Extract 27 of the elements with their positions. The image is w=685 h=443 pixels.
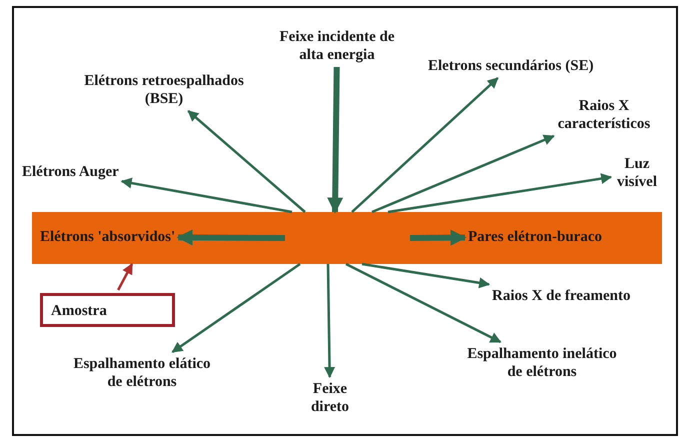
emission-label: Eletrons secundários (SE) — [428, 57, 594, 75]
sample-label: Amostra — [40, 293, 175, 327]
emission-label: Feixe direto — [300, 380, 360, 416]
arrow — [120, 178, 292, 214]
arrow — [351, 77, 499, 213]
leader-line — [117, 263, 134, 291]
arrow — [327, 66, 344, 214]
arrow — [187, 110, 306, 213]
emission-label: Raios X de freamento — [492, 287, 630, 305]
arrow — [345, 262, 502, 344]
sample-bar — [32, 212, 662, 264]
arrow — [362, 262, 490, 288]
arrow — [388, 173, 612, 214]
label-text: Elétrons 'absorvidos' — [40, 228, 176, 246]
label-text: Pares elétron-buraco — [468, 228, 602, 246]
emission-label: Raios X característicos — [538, 97, 670, 133]
emission-label: Espalhamento elático de elétrons — [72, 355, 212, 391]
emission-label: Elétrons retroespalhados (BSE) — [78, 72, 250, 108]
emission-label: Elétrons Auger — [22, 163, 119, 181]
emission-label: Luz visível — [614, 155, 660, 191]
beam-label: Feixe incidente de alta energia — [272, 28, 402, 64]
arrow — [324, 264, 336, 378]
arrow — [172, 262, 301, 354]
arrow — [410, 230, 467, 246]
arrow — [372, 134, 555, 214]
arrow — [176, 229, 286, 246]
emission-label: Espalhamento inelático de elétrons — [462, 345, 622, 381]
